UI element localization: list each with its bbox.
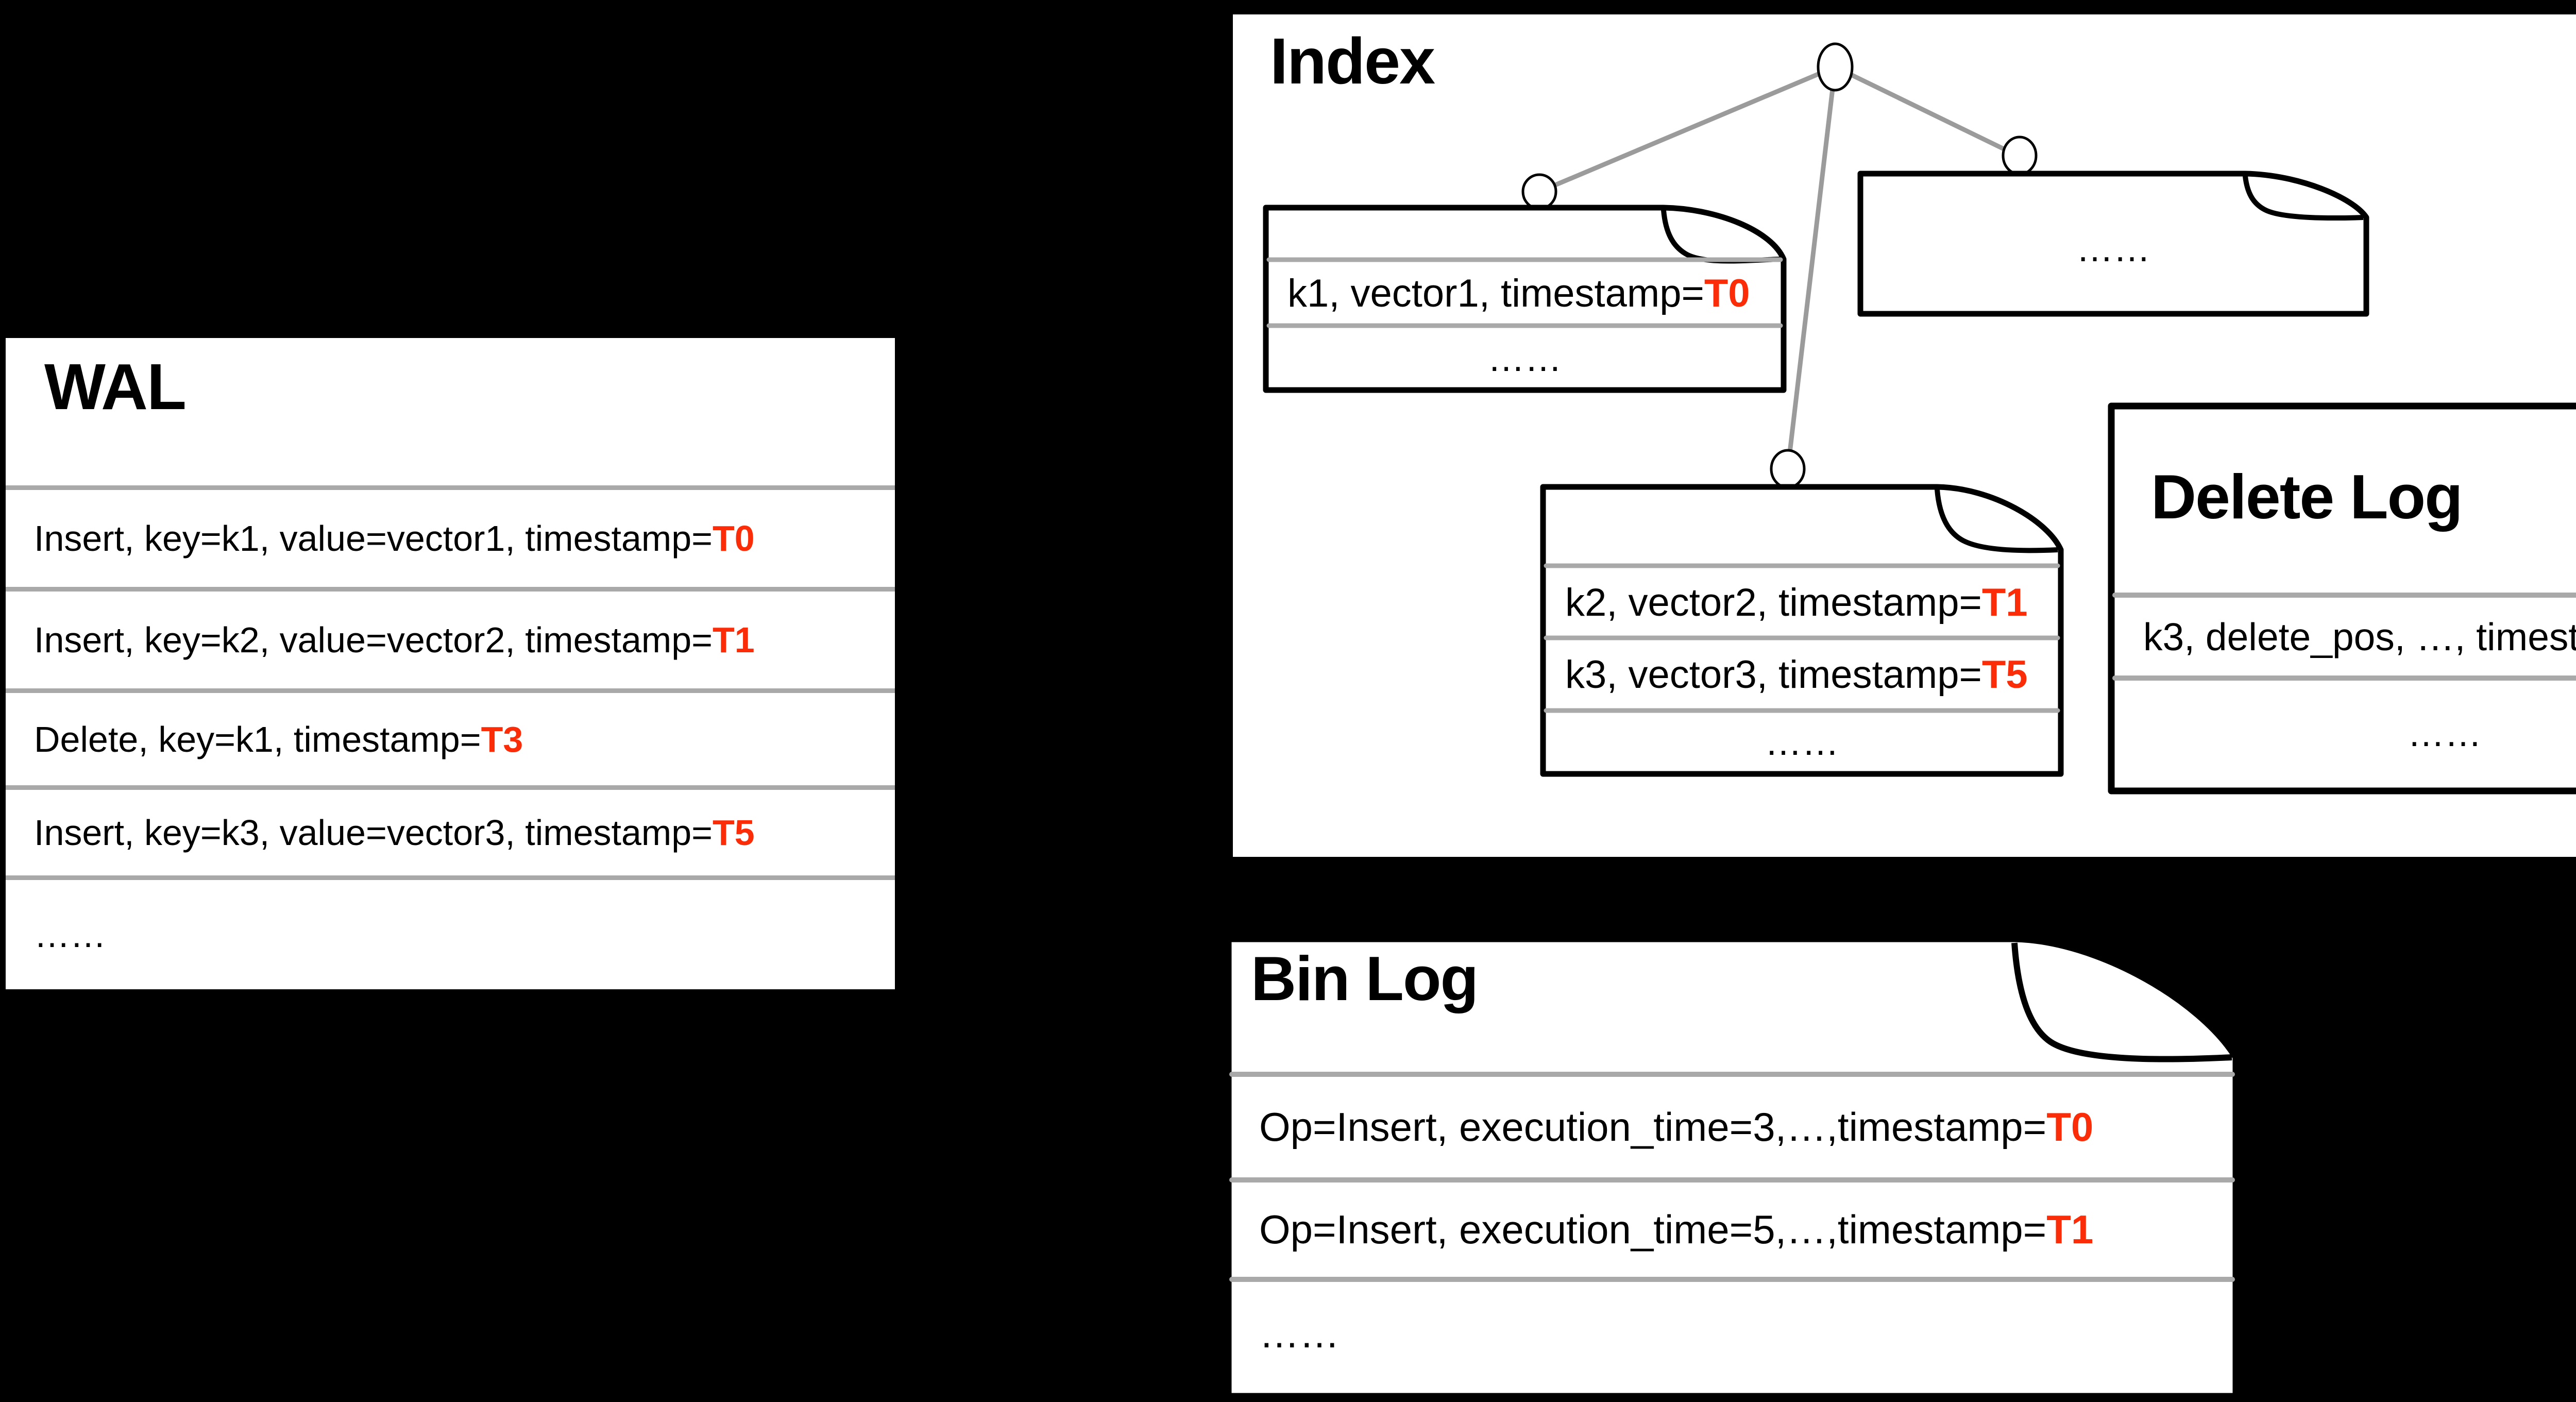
- wal-row: Delete, key=k1, timestamp=T3: [6, 688, 895, 785]
- bin-log-row: Op=Insert, execution_time=3,…,timestamp=…: [1259, 1075, 2233, 1179]
- tree-edge-root-to-left: [1538, 64, 1836, 194]
- bin-log-row-text: Op=Insert, execution_time=3,…,timestamp=: [1259, 1104, 2047, 1150]
- wal-row-text: Delete, key=k1, timestamp=: [34, 719, 481, 759]
- wal-row-text: Insert, key=k1, value=vector1, timestamp…: [34, 518, 713, 559]
- tree-root-node: [1817, 42, 1854, 92]
- wal-row: Insert, key=k3, value=vector3, timestamp…: [6, 785, 895, 875]
- segment2-dividers: [1544, 563, 2060, 713]
- segment1-dividers: [1266, 257, 1783, 328]
- bin-log-row-text: Op=Insert, execution_time=5,…,timestamp=: [1259, 1207, 2047, 1252]
- index-segment1-file-icon: [1263, 205, 1787, 393]
- tree-edge-root-to-middle: [1785, 66, 1838, 470]
- bin-log-dividers: [1229, 1072, 2235, 1282]
- index-tree-edges: [1538, 64, 2021, 470]
- segment2-page-outline: [1540, 484, 2064, 777]
- segment2-row2: k3, vector3, timestamp=T5: [1565, 639, 2057, 711]
- wal-row-text: Insert, key=k3, value=vector3, timestamp…: [34, 813, 713, 853]
- wal-row-timestamp: T1: [713, 620, 755, 660]
- index-segment2-file-icon: [1540, 484, 2064, 777]
- segment2-row2-timestamp: T5: [1981, 653, 2028, 697]
- wal-title: WAL: [44, 350, 187, 423]
- segment1-row-timestamp: T0: [1704, 271, 1750, 315]
- delete-log-file-icon: [2108, 402, 2576, 795]
- tree-node-middle: [1770, 449, 1806, 489]
- wal-row-text: Insert, key=k2, value=vector2, timestamp…: [34, 620, 713, 660]
- segment1-row: k1, vector1, timestamp=T0: [1287, 261, 1780, 326]
- delete-log-row: k3, delete_pos, …, timestamp=T3: [2143, 596, 2576, 677]
- segment2-folded-corner-icon: [1935, 489, 2058, 553]
- segment2-row1-timestamp: T1: [1981, 580, 2028, 624]
- segment1-more: ……: [1487, 337, 1562, 379]
- segment2-more: ……: [1765, 722, 1839, 763]
- tree-node-right: [2002, 136, 2038, 176]
- segment1-row-text: k1, vector1, timestamp=: [1287, 271, 1704, 315]
- bin-log-row-timestamp: T0: [2046, 1104, 2094, 1150]
- wal-row-timestamp: T5: [713, 813, 755, 853]
- segment2-row1-text: k2, vector2, timestamp=: [1565, 580, 1982, 624]
- delete-log-row-text: k3, delete_pos, …, timestamp=: [2143, 615, 2576, 658]
- wal-more-text: ……: [34, 915, 106, 955]
- index-title: Index: [1270, 25, 1435, 97]
- index-segment3-file-icon: [1857, 171, 2369, 317]
- bin-log-row-timestamp: T1: [2046, 1207, 2094, 1252]
- delete-log-more: ……: [2408, 713, 2482, 754]
- wal-row-timestamp: T3: [481, 719, 523, 759]
- bin-log-more: ……: [1259, 1310, 1340, 1356]
- tree-node-left: [1521, 173, 1557, 210]
- bin-log-title: Bin Log: [1251, 943, 1479, 1014]
- wal-row: Insert, key=k2, value=vector2, timestamp…: [6, 587, 895, 688]
- wal-row: Insert, key=k1, value=vector1, timestamp…: [6, 485, 895, 587]
- segment3-page-outline: [1857, 171, 2369, 317]
- delete-log-page-outline: [2108, 402, 2576, 795]
- delete-log-dividers: [2112, 593, 2576, 681]
- bin-log-folded-corner-icon: [2011, 942, 2232, 1062]
- segment3-more: ……: [2076, 228, 2150, 269]
- bin-log-row: Op=Insert, execution_time=5,…,timestamp=…: [1259, 1181, 2233, 1278]
- tree-edge-root-to-right: [1834, 64, 2021, 159]
- index-tree-nodes: [1521, 42, 2038, 489]
- delete-log-title: Delete Log: [2151, 462, 2463, 532]
- segment1-page-outline: [1263, 205, 1787, 393]
- bin-log-file-icon: [1225, 935, 2240, 1400]
- segment2-row2-text: k3, vector3, timestamp=: [1565, 653, 1982, 697]
- wal-table: Insert, key=k1, value=vector1, timestamp…: [6, 338, 895, 989]
- wal-row-more: ……: [6, 875, 895, 989]
- segment3-folded-corner-icon: [2243, 176, 2364, 221]
- wal-row-timestamp: T0: [713, 518, 755, 559]
- segment2-row1: k2, vector2, timestamp=T1: [1565, 567, 2057, 638]
